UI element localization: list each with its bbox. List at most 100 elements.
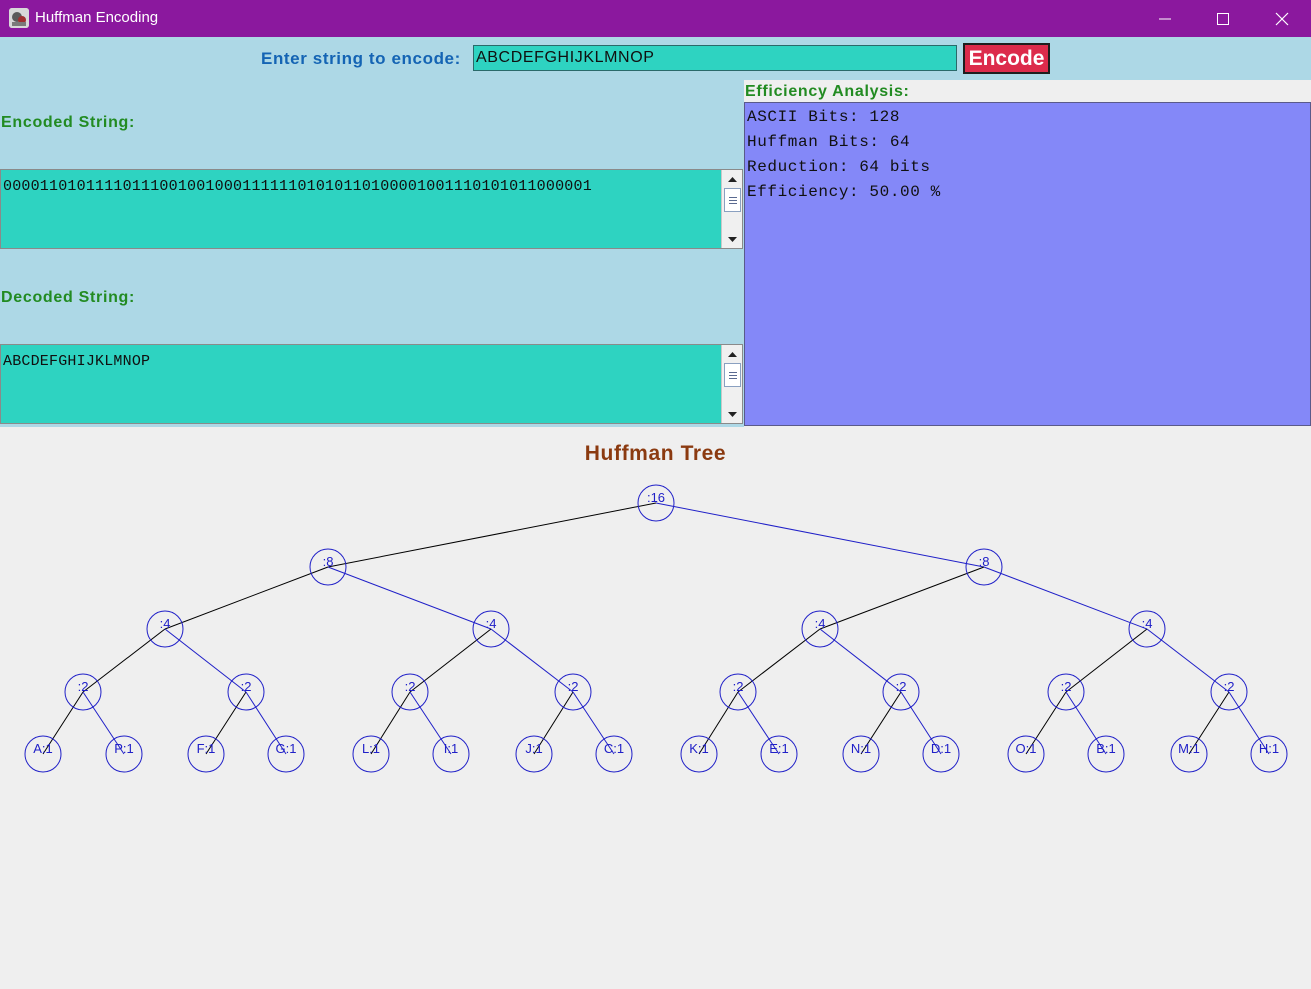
tree-edge-left <box>860 691 902 755</box>
tree-internal-node: :2 <box>64 673 102 711</box>
tree-node-label: :8 <box>323 554 334 569</box>
tree-node-label: I:1 <box>444 741 458 756</box>
tree-node-circle <box>595 735 633 773</box>
close-icon <box>1275 12 1289 25</box>
tree-internal-node: :2 <box>391 673 429 711</box>
scroll-thumb[interactable] <box>724 363 741 387</box>
tree-node-circle <box>267 735 305 773</box>
tree-leaf-node: A:1 <box>24 735 62 773</box>
encoded-textarea[interactable]: 0000110101111011100100100011111101010110… <box>0 169 743 249</box>
tree-node-label: :2 <box>1061 679 1072 694</box>
tree-node-circle <box>1250 735 1288 773</box>
scroll-down-arrow-icon[interactable] <box>722 231 742 247</box>
tree-edge-left <box>819 566 985 630</box>
tree-edge-right <box>900 691 942 755</box>
tree-edge-right <box>983 566 1148 630</box>
tree-node-circle <box>1047 673 1085 711</box>
tree-node-label: O:1 <box>1016 741 1037 756</box>
tree-node-circle <box>432 735 470 773</box>
tree-node-label: :4 <box>486 616 497 631</box>
scroll-up-arrow-icon[interactable] <box>722 171 742 187</box>
tree-node-label: M:1 <box>1178 741 1200 756</box>
scroll-down-arrow-icon[interactable] <box>722 406 742 422</box>
tree-edge-left <box>409 628 492 693</box>
scroll-thumb[interactable] <box>724 188 741 212</box>
tree-leaf-node: J:1 <box>515 735 553 773</box>
tree-internal-node: :16 <box>637 484 675 522</box>
tree-node-label: :4 <box>160 616 171 631</box>
tree-edge-right <box>409 691 452 755</box>
tree-node-label: C:1 <box>604 741 624 756</box>
tree-edge-left <box>1188 691 1230 755</box>
tree-node-circle <box>1087 735 1125 773</box>
tree-edge-left <box>42 691 84 755</box>
tree-edge-right <box>82 691 125 755</box>
tree-node-circle <box>760 735 798 773</box>
tree-node-label: :2 <box>405 679 416 694</box>
tree-node-label: :8 <box>979 554 990 569</box>
tree-internal-node: :4 <box>472 610 510 648</box>
tree-internal-node: :4 <box>801 610 839 648</box>
minimize-icon <box>1159 18 1171 19</box>
encode-button[interactable]: Encode <box>963 43 1050 74</box>
decoded-textarea[interactable]: ABCDEFGHIJKLMNOP <box>0 344 743 424</box>
minimize-button[interactable] <box>1136 0 1194 37</box>
tree-node-circle <box>515 735 553 773</box>
tree-node-label: L:1 <box>362 741 380 756</box>
tree-node-circle <box>637 484 675 522</box>
tree-leaf-node: G:1 <box>267 735 305 773</box>
reduction-line: Reduction: 64 bits <box>747 158 931 176</box>
tree-title: Huffman Tree <box>584 442 727 465</box>
tree-node-circle <box>227 673 265 711</box>
tree-node-circle <box>1128 610 1166 648</box>
tree-internal-node: :2 <box>1047 673 1085 711</box>
tree-edge-left <box>737 628 821 693</box>
efficiency-header: Efficiency Analysis: <box>744 80 1311 102</box>
tree-leaf-node: H:1 <box>1250 735 1288 773</box>
tree-node-circle <box>965 548 1003 586</box>
encoded-text: 0000110101111011100100100011111101010110… <box>3 178 592 195</box>
tree-leaf-node: C:1 <box>595 735 633 773</box>
encode-input[interactable] <box>473 45 957 71</box>
input-row: Enter string to encode: Encode <box>0 37 1311 80</box>
maximize-icon <box>1217 12 1229 25</box>
tree-node-circle <box>842 735 880 773</box>
tree-internal-node: :2 <box>1210 673 1248 711</box>
tree-leaf-node: D:1 <box>922 735 960 773</box>
tree-leaf-node: P:1 <box>105 735 143 773</box>
tree-node-label: :2 <box>568 679 579 694</box>
tree-node-circle <box>554 673 592 711</box>
close-button[interactable] <box>1253 0 1311 37</box>
decoded-scrollbar[interactable] <box>721 345 742 423</box>
tree-edge-right <box>819 628 902 693</box>
tree-node-circle <box>1210 673 1248 711</box>
maximize-button[interactable] <box>1194 0 1252 37</box>
tree-internal-node: :2 <box>882 673 920 711</box>
tree-internal-node: :8 <box>965 548 1003 586</box>
tree-internal-node: :2 <box>227 673 265 711</box>
tree-node-circle <box>882 673 920 711</box>
tree-edge-left <box>205 691 247 755</box>
tree-leaf-node: N:1 <box>842 735 880 773</box>
tree-internal-node: :4 <box>146 610 184 648</box>
efficiency-line: Efficiency: 50.00 % <box>747 183 941 201</box>
tree-node-circle <box>801 610 839 648</box>
tree-internal-node: :2 <box>554 673 592 711</box>
input-label: Enter string to encode: <box>261 49 461 68</box>
tree-internal-node: :4 <box>1128 610 1166 648</box>
efficiency-textarea[interactable]: ASCII Bits: 128 Huffman Bits: 64 Reducti… <box>744 102 1311 426</box>
scroll-up-arrow-icon[interactable] <box>722 346 742 362</box>
tree-edge-right <box>327 566 492 630</box>
decoded-label: Decoded String: <box>1 289 136 306</box>
tree-node-label: J:1 <box>525 741 542 756</box>
tree-node-label: B:1 <box>1096 741 1116 756</box>
tree-node-label: D:1 <box>931 741 951 756</box>
tree-leaf-node: E:1 <box>760 735 798 773</box>
title-bar[interactable]: Huffman Encoding <box>0 0 1311 37</box>
tree-internal-node: :8 <box>309 548 347 586</box>
tree-edge-left <box>533 691 574 755</box>
encoded-scrollbar[interactable] <box>721 170 742 248</box>
tree-edge-right <box>572 691 615 755</box>
tree-node-circle <box>187 735 225 773</box>
